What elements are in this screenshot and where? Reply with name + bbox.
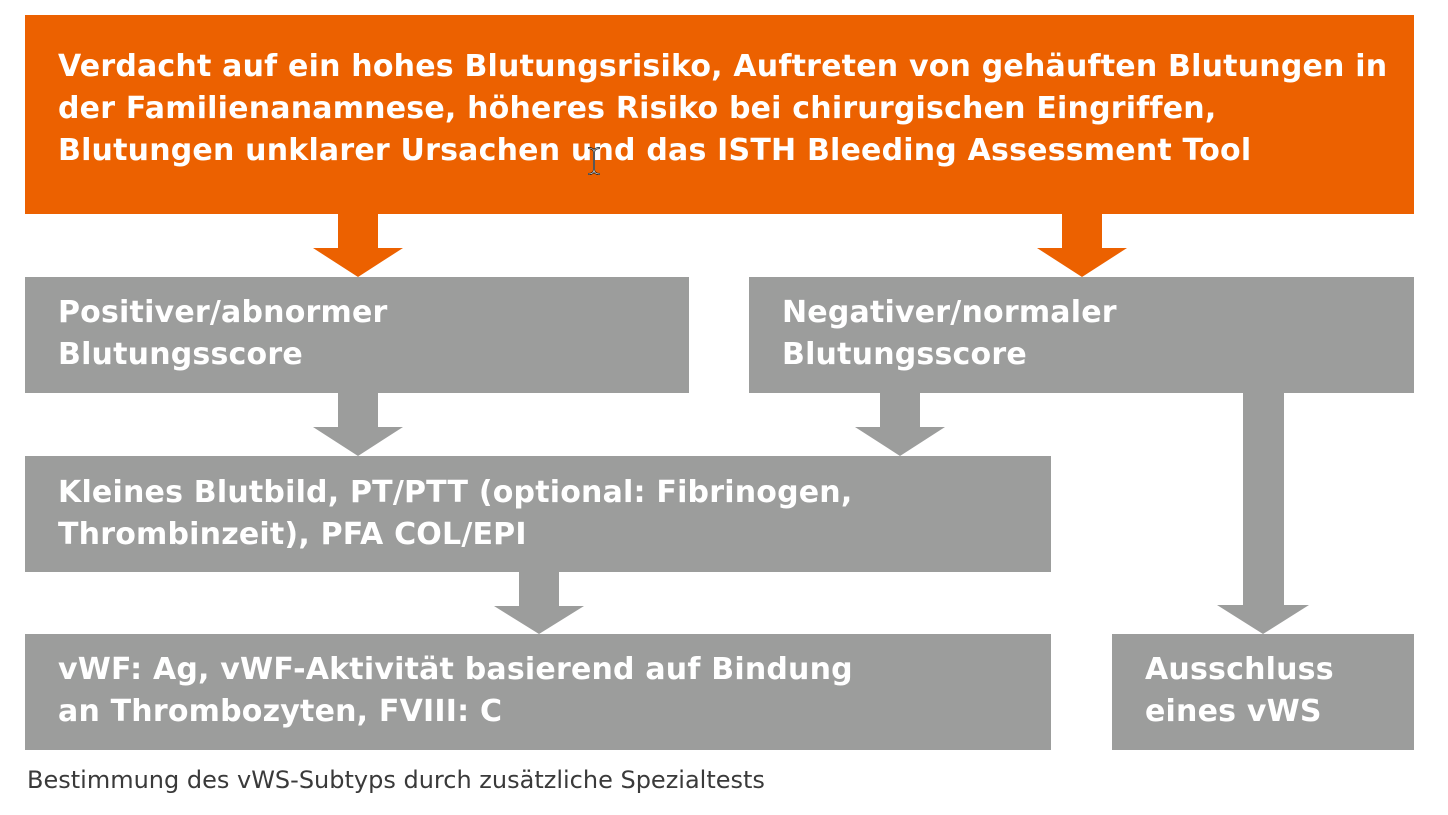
vwf-tests-box: vWF: Ag, vWF-Aktivität basierend auf Bin…: [25, 634, 1051, 750]
caption: Bestimmung des vWS-Subtyps durch zusätzl…: [27, 766, 765, 794]
arrow-down-icon: [1037, 214, 1127, 277]
exclusion-line2: eines vWS: [1145, 694, 1322, 729]
suspicion-text: Verdacht auf ein hohes Blutungsrisiko, A…: [58, 49, 1388, 168]
arrow-down-icon: [855, 393, 945, 456]
blood-count-line1: Kleines Blutbild, PT/PTT (optional: Fibr…: [58, 475, 853, 510]
positive-score-box: Positiver/abnormer Blutungsscore: [25, 277, 689, 393]
blood-count-box: Kleines Blutbild, PT/PTT (optional: Fibr…: [25, 456, 1051, 572]
exclusion-line1: Ausschluss: [1145, 652, 1334, 687]
negative-score-line2: Blutungsscore: [782, 337, 1027, 372]
positive-score-line1: Positiver/abnormer: [58, 295, 388, 330]
vwf-tests-line2: an Thrombozyten, FVIII: C: [58, 694, 503, 729]
negative-score-line1: Negativer/normaler: [782, 295, 1117, 330]
vwf-tests-line1: vWF: Ag, vWF-Aktivität basierend auf Bin…: [58, 652, 853, 687]
positive-score-line2: Blutungsscore: [58, 337, 303, 372]
negative-score-box: Negativer/normaler Blutungsscore: [749, 277, 1414, 393]
blood-count-line2: Thrombinzeit), PFA COL/EPI: [58, 517, 527, 552]
arrow-down-icon: [313, 393, 403, 456]
arrow-down-icon: [313, 214, 403, 277]
suspicion-box: Verdacht auf ein hohes Blutungsrisiko, A…: [25, 15, 1414, 214]
arrow-down-icon: [494, 572, 584, 634]
text-cursor-icon: [587, 147, 601, 175]
exclusion-box: Ausschluss eines vWS: [1112, 634, 1414, 750]
arrow-down-icon: [1217, 393, 1309, 634]
